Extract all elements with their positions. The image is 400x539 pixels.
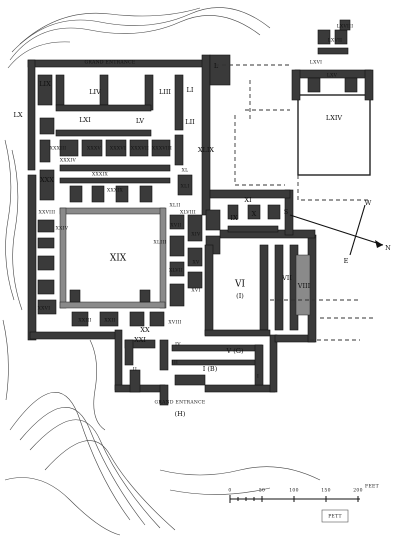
label-vi-mark: (I) <box>236 292 244 300</box>
label-xxi: XXI <box>134 336 146 344</box>
label-xlii: XLII <box>170 203 181 209</box>
label-xix: XIX <box>110 254 127 264</box>
label-xlvii: XLVII <box>169 268 183 274</box>
label-xlix: XLIX <box>198 146 215 154</box>
label-lii: LII <box>185 118 195 126</box>
stamp-text: PETT <box>328 514 342 520</box>
compass-w: W <box>365 199 372 207</box>
label-xviii: XVIII <box>168 320 181 326</box>
compass-s: S <box>284 208 288 216</box>
label-xlviii: XLVIII <box>180 210 196 216</box>
label-iv: IV <box>175 342 181 348</box>
label-xxxvii: XXXVII <box>131 146 149 152</box>
label-xxiv: XXIV <box>56 226 69 232</box>
label-vii: VII <box>281 274 292 282</box>
label-xxxix-b: XXXIX <box>107 188 124 194</box>
label-xiv: XIV <box>191 232 201 238</box>
label-xvii: XVII <box>170 223 181 229</box>
label-lx: LX <box>14 111 23 119</box>
label-li: LI <box>187 86 194 94</box>
scale-tick-200: 200 <box>353 488 363 494</box>
room-labels: GRAND ENTRANCE LX LIX LIV LIII LI LII LX… <box>14 24 354 419</box>
label-lv: LV <box>136 117 145 125</box>
western-rooms <box>37 219 165 327</box>
label-xxxiii: XXXIII <box>50 146 67 152</box>
label-ii: II <box>133 367 137 373</box>
label-xxii: XXII <box>104 318 115 324</box>
label-xxxix: XXXIX <box>92 172 109 178</box>
label-xxxvi: XXXVI <box>110 146 126 152</box>
label-xvi: XVI <box>191 288 200 294</box>
label-x: X <box>252 210 257 218</box>
label-l: L <box>214 62 219 70</box>
conjectural-outlines <box>215 64 375 341</box>
compass-e: E <box>344 257 349 265</box>
label-xxiii: XXIII <box>78 318 91 324</box>
scale-tick-0: 0 <box>228 488 231 494</box>
label-xliii: XLIII <box>153 240 166 246</box>
terrain-hatching-left <box>2 139 23 401</box>
label-xxx: XXX <box>40 176 54 184</box>
scale-unit: FEET <box>365 484 379 490</box>
scale-tick-150: 150 <box>321 488 331 494</box>
label-grand-entrance-top: GRAND ENTRANCE <box>85 60 136 66</box>
label-xx: XX <box>140 326 150 334</box>
label-viii: VIII <box>297 282 311 290</box>
label-entrance-mark-h: (H) <box>175 410 186 418</box>
label-lxiv: LXIV <box>326 114 343 122</box>
northeast-complex <box>291 19 374 176</box>
compass-n: N <box>385 244 391 252</box>
label-lxvii: LXVII <box>328 38 343 44</box>
label-ix: IX <box>230 214 238 222</box>
label-liv: LIV <box>89 88 101 96</box>
label-iii: III <box>172 360 178 366</box>
southern-entrance-rooms <box>124 339 264 393</box>
publisher-stamp: PETT <box>321 509 349 523</box>
central-court-walls <box>59 207 167 309</box>
label-xli: XLI <box>181 184 190 190</box>
label-vi: VI <box>234 280 245 290</box>
label-i-b: I (B) <box>203 365 218 373</box>
scale-tick-50: 50 <box>259 488 265 494</box>
label-xl: XL <box>182 168 189 174</box>
eastern-inner-rooms <box>169 204 281 307</box>
label-i: I <box>257 374 259 380</box>
label-lxviii: LXVIII <box>337 24 354 30</box>
label-lxv: LXV <box>327 73 338 79</box>
label-grand-entrance-bottom: GRAND ENTRANCE <box>155 400 206 406</box>
southeast-wing <box>204 244 311 337</box>
label-xxxv: XXXV <box>87 146 102 152</box>
label-v-g: V (G) <box>225 347 243 355</box>
scale-bar: 0 50 100 150 200 FEET <box>228 484 379 503</box>
label-xxxiv: XXXIV <box>60 158 77 164</box>
compass-rose: S W E N <box>284 199 391 265</box>
label-xi: XI <box>244 196 252 204</box>
scale-tick-100: 100 <box>289 488 299 494</box>
label-lxvi: LXVI <box>310 60 322 66</box>
label-xxxviii: XXXVIII <box>152 146 172 152</box>
label-xv: XV <box>192 260 200 266</box>
label-lix: LIX <box>39 80 51 88</box>
middle-rooms <box>39 139 193 203</box>
label-xxviii: XXVIII <box>39 210 56 216</box>
label-lxi: LXI <box>79 116 91 124</box>
northern-rooms <box>37 54 231 166</box>
label-liii: LIII <box>159 88 171 96</box>
label-xxvi: XXVI <box>38 306 51 312</box>
terrain-hatching-bottom <box>4 339 321 536</box>
terrain-hatching-top <box>7 7 271 69</box>
